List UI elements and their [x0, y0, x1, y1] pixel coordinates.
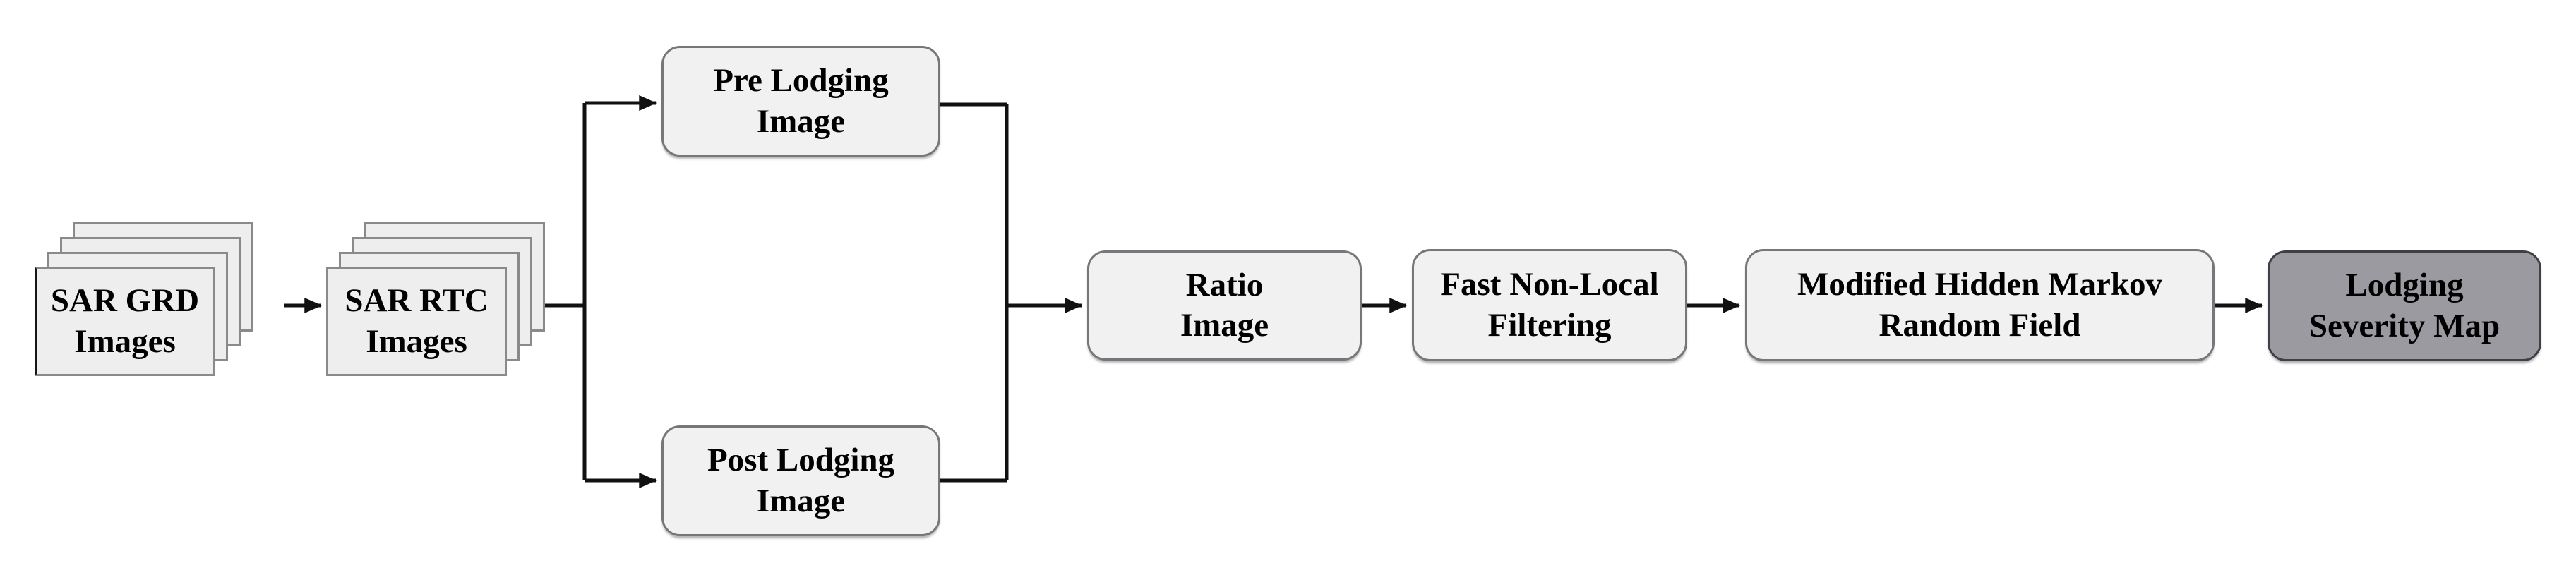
- sar-rtc-label-line1: SAR RTC: [345, 282, 489, 320]
- mhmrf-label-line1: Modified Hidden Markov: [1797, 266, 2163, 303]
- node-fast-non-local-filtering: Fast Non-Local Filtering: [1412, 249, 1687, 361]
- mhmrf-label-line2: Random Field: [1879, 306, 2081, 344]
- ratio-image-label-line1: Ratio: [1185, 266, 1264, 303]
- lodging-severity-label-line2: Severity Map: [2308, 307, 2500, 344]
- node-ratio-image: Ratio Image: [1087, 250, 1362, 361]
- node-pre-lodging-image: Pre Lodging Image: [661, 46, 940, 157]
- fast-non-local-label-line1: Fast Non-Local: [1440, 266, 1659, 303]
- sar-rtc-label: SAR RTC Images: [326, 267, 507, 376]
- sar-grd-label-line2: Images: [74, 322, 176, 360]
- connector-rtc-branch: [545, 103, 587, 480]
- ratio-image-label-line2: Image: [1180, 307, 1269, 344]
- sar-grd-label: SAR GRD Images: [35, 267, 215, 376]
- node-post-lodging-image: Post Lodging Image: [661, 425, 940, 536]
- node-modified-hidden-markov-random-field: Modified Hidden Markov Random Field: [1745, 249, 2215, 361]
- post-lodging-label-line1: Post Lodging: [707, 442, 895, 479]
- lodging-severity-label-line1: Lodging: [2345, 267, 2464, 304]
- connector-pre-post-merge: [940, 102, 1009, 483]
- pre-lodging-label-line1: Pre Lodging: [713, 62, 889, 99]
- pre-lodging-label-line2: Image: [756, 102, 846, 140]
- fast-non-local-label-line2: Filtering: [1487, 306, 1612, 344]
- node-lodging-severity-map: Lodging Severity Map: [2268, 250, 2541, 361]
- stacked-image-layer-front: [326, 267, 507, 376]
- post-lodging-label-line2: Image: [756, 482, 846, 519]
- stacked-image-layer-front: [35, 267, 215, 376]
- sar-grd-label-line1: SAR GRD: [50, 282, 200, 320]
- sar-rtc-label-line2: Images: [366, 322, 467, 360]
